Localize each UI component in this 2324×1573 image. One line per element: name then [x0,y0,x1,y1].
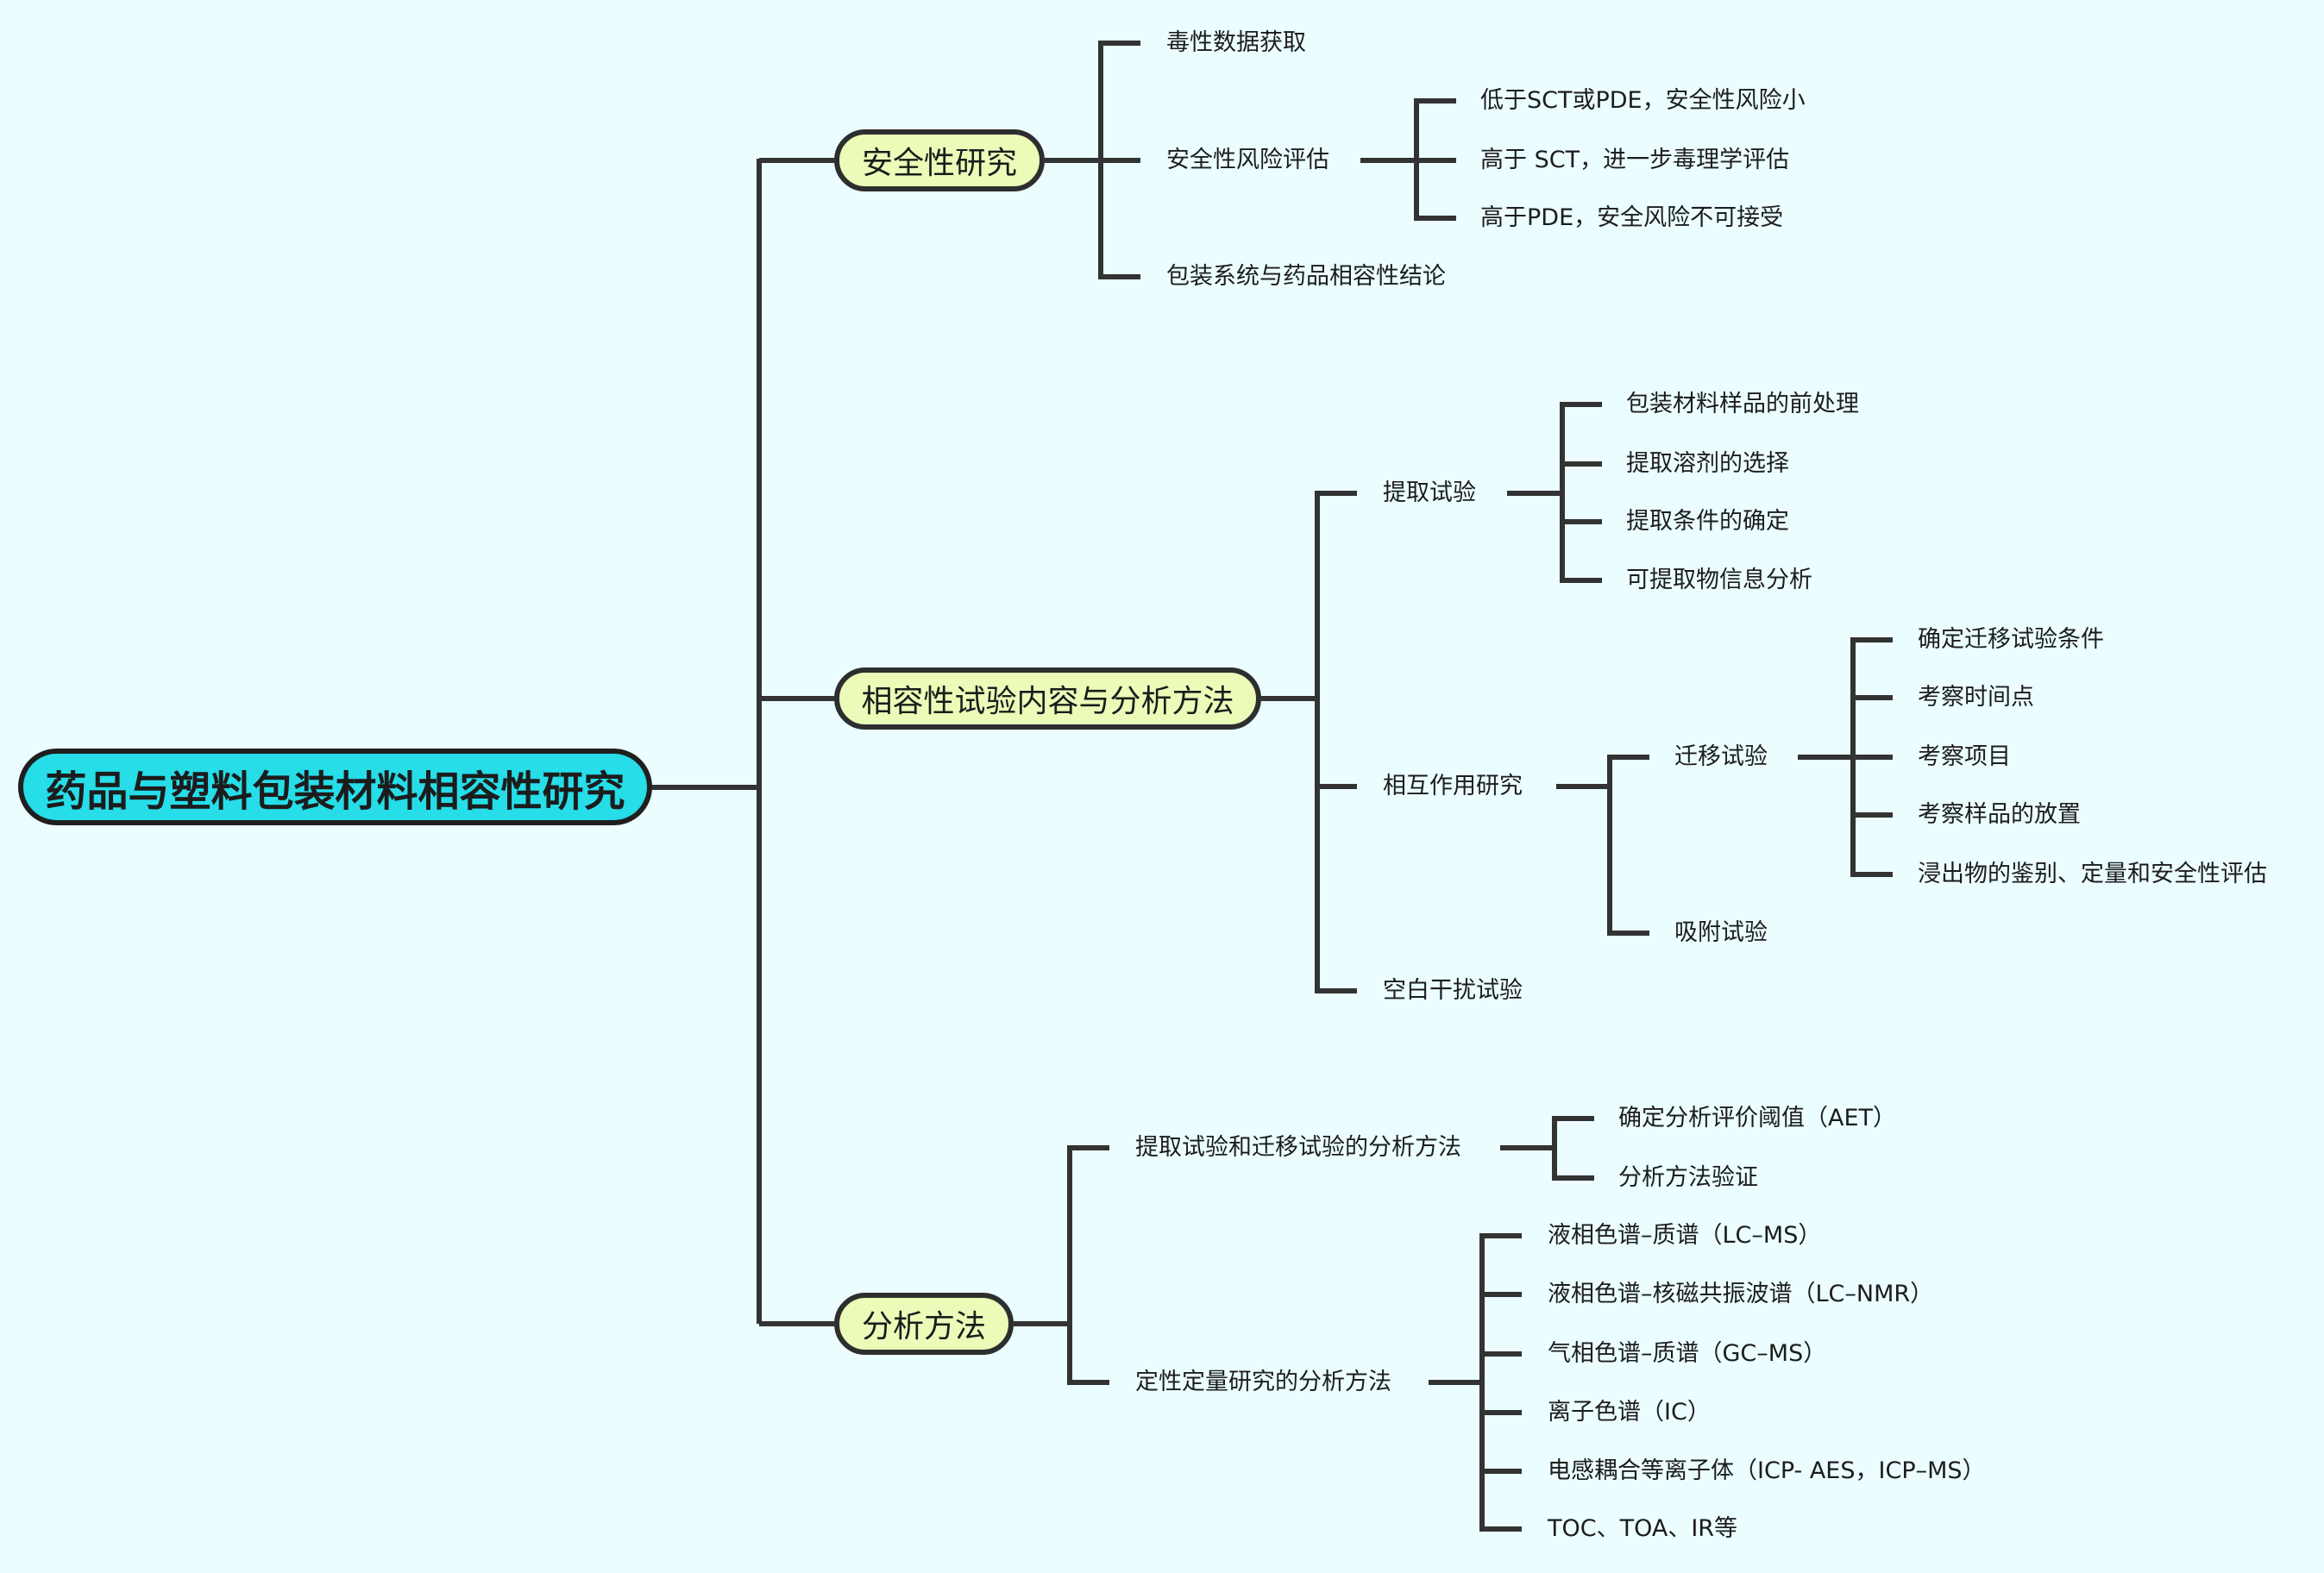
connector-qual-bracket [1479,1233,1522,1532]
branch-safety-node[interactable]: 安全性研究 [834,129,1045,191]
topic-blank-interference[interactable]: 空白干扰试验 [1383,977,1523,1004]
connector-interact-bracket [1607,755,1649,936]
topic-method-validation[interactable]: 分析方法验证 [1618,1164,1758,1191]
connector-extract-bracket [1560,402,1602,583]
branch-label: 分析方法 [861,1309,986,1344]
topic-sample-pretreatment[interactable]: 包装材料样品的前处理 [1626,391,1859,417]
topic-extraction-conditions[interactable]: 提取条件的确定 [1626,508,1789,535]
topic-solvent-selection[interactable]: 提取溶剂的选择 [1626,450,1789,477]
topic-adsorption-test[interactable]: 吸附试验 [1674,919,1768,946]
topic-above-pde[interactable]: 高于PDE，安全风险不可接受 [1480,204,1784,231]
root-node[interactable]: 药品与塑料包装材料相容性研究 [18,749,652,825]
topic-sample-placement[interactable]: 考察样品的放置 [1918,801,2081,828]
topic-conclusion[interactable]: 包装系统与药品相容性结论 [1166,263,1446,290]
branch-label: 相容性试验内容与分析方法 [861,684,1234,719]
topic-icp[interactable]: 电感耦合等离子体（ICP- AES，ICP–MS） [1548,1457,1986,1484]
topic-toc-toa-ir[interactable]: TOC、TOA、IR等 [1548,1515,1738,1542]
topic-ic[interactable]: 离子色谱（IC） [1548,1399,1711,1426]
topic-leachables-evaluation[interactable]: 浸出物的鉴别、定量和安全性评估 [1918,861,2267,887]
topic-interaction-study[interactable]: 相互作用研究 [1383,773,1523,799]
topic-aet[interactable]: 确定分析评价阈值（AET） [1618,1105,1897,1131]
topic-migration-test[interactable]: 迁移试验 [1674,743,1768,770]
topic-below-sct[interactable]: 低于SCT或PDE，安全性风险小 [1480,87,1806,114]
connector-risk-bracket [1414,98,1456,221]
topic-extraction-migration-methods[interactable]: 提取试验和迁移试验的分析方法 [1135,1134,1461,1161]
topic-migration-conditions[interactable]: 确定迁移试验条件 [1918,626,2104,653]
connector-safety-bracket [1098,41,1140,279]
branch-label: 安全性研究 [861,146,1017,181]
branch-compat-node[interactable]: 相容性试验内容与分析方法 [834,667,1261,730]
topic-qualitative-quantitative-methods[interactable]: 定性定量研究的分析方法 [1135,1369,1391,1395]
connector-migration-bracket [1850,637,1893,877]
topic-time-points[interactable]: 考察时间点 [1918,684,2034,711]
connector-aet-bracket [1552,1116,1594,1181]
topic-toxicity-data[interactable]: 毒性数据获取 [1166,29,1306,56]
topic-extractables-analysis[interactable]: 可提取物信息分析 [1626,567,1812,593]
connector-analysis-bracket [1067,1145,1109,1385]
topic-test-items[interactable]: 考察项目 [1918,743,2011,770]
branch-analysis-node[interactable]: 分析方法 [834,1293,1014,1355]
topic-above-sct[interactable]: 高于 SCT，进一步毒理学评估 [1480,147,1790,173]
topic-extraction-test[interactable]: 提取试验 [1383,479,1476,506]
topic-risk-assessment[interactable]: 安全性风险评估 [1166,147,1329,173]
topic-lc-ms[interactable]: 液相色谱–质谱（LC–MS） [1548,1222,1822,1249]
connector-compat-bracket [1315,491,1357,993]
topic-gc-ms[interactable]: 气相色谱–质谱（GC–MS） [1548,1340,1827,1367]
topic-lc-nmr[interactable]: 液相色谱–核磁共振波谱（LC–NMR） [1548,1281,1934,1307]
root-label: 药品与塑料包装材料相容性研究 [45,767,625,816]
